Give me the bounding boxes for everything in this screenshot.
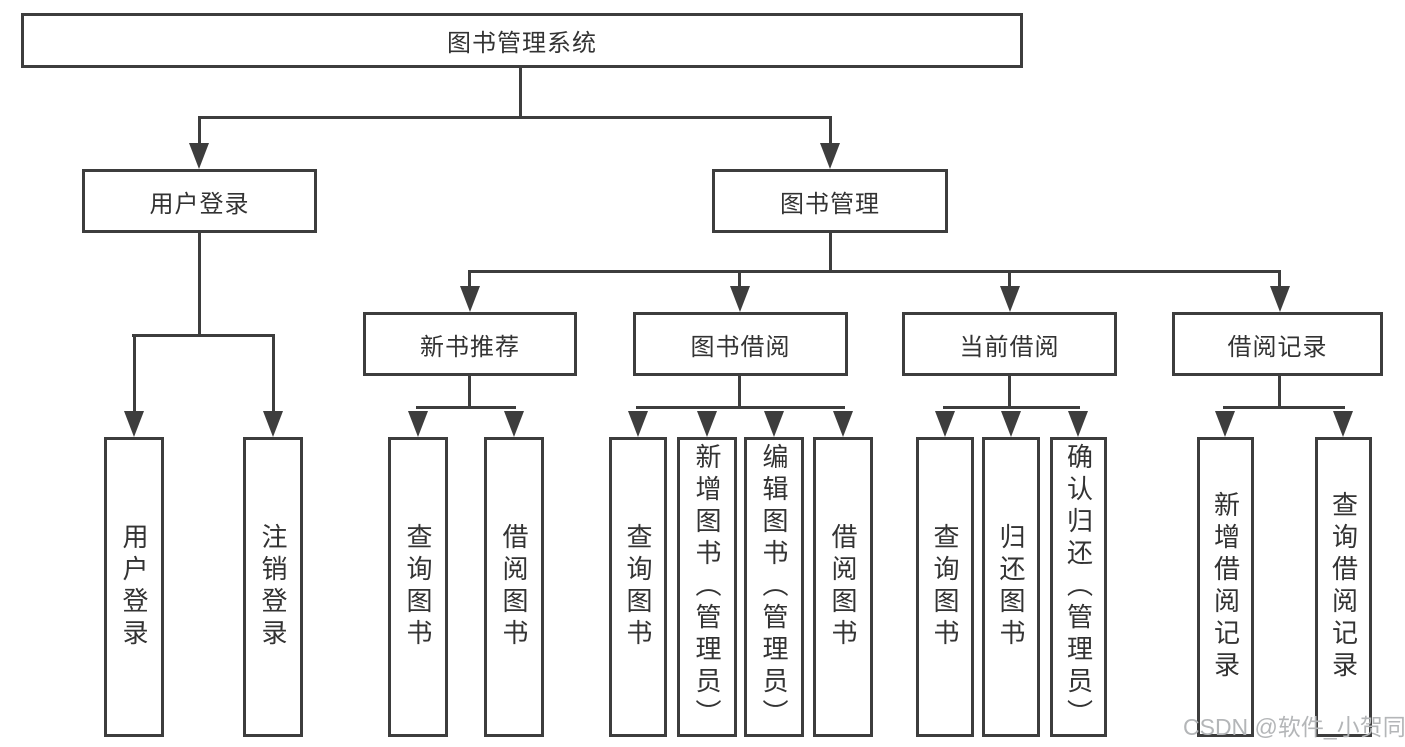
node-book-borrowing: 图书借阅 <box>633 312 848 376</box>
node-new-book-recommend: 新书推荐 <box>363 312 577 376</box>
arrowhead-borrow-records <box>1270 286 1290 312</box>
arrowhead-leaf-logout <box>263 411 283 437</box>
node-book-management: 图书管理 <box>712 169 948 233</box>
node-root-library-system: 图书管理系统 <box>21 13 1023 68</box>
leaf-add-books-admin: 新增图书（管理员） <box>677 437 737 737</box>
node-user-login: 用户登录 <box>82 169 317 233</box>
arrowhead-leaf-query-books-1 <box>408 411 428 437</box>
arrowhead-leaf-edit-books <box>764 411 784 437</box>
arrowhead-leaf-borrow-books-2 <box>833 411 853 437</box>
edge-level3-horizontal <box>468 270 1281 273</box>
node-label: 图书管理系统 <box>447 30 597 57</box>
arrowhead-new-book <box>460 286 480 312</box>
leaf-query-books-recommend: 查询图书 <box>388 437 448 737</box>
edge-stem-leaf-login <box>133 334 136 414</box>
edge-stem-new-book <box>468 270 471 289</box>
arrowhead-leaf-query-books-3 <box>935 411 955 437</box>
leaf-label: 查询图书 <box>623 523 653 651</box>
edge-stem-user-login <box>198 116 201 146</box>
leaf-logout: 注销登录 <box>243 437 303 737</box>
leaf-label: 注销登录 <box>258 523 288 651</box>
arrowhead-user-login <box>189 143 209 169</box>
edge-root-stem <box>519 68 522 119</box>
edge-borrow-records-horizontal <box>1223 406 1345 409</box>
leaf-confirm-return-admin: 确认归还（管理员） <box>1050 437 1107 737</box>
arrowhead-leaf-query-record <box>1333 411 1353 437</box>
arrowhead-leaf-add-books <box>697 411 717 437</box>
edge-stem-borrow-records <box>1278 270 1281 289</box>
edge-stem-leaf-logout <box>272 334 275 414</box>
edge-stem-book-management <box>829 116 832 146</box>
node-current-borrowing: 当前借阅 <box>902 312 1117 376</box>
leaf-borrow-books-recommend: 借阅图书 <box>484 437 544 737</box>
node-label: 借阅记录 <box>1227 333 1328 361</box>
node-label: 图书管理 <box>780 190 880 218</box>
leaf-label: 编辑图书（管理员） <box>759 443 789 731</box>
leaf-add-borrow-record: 新增借阅记录 <box>1197 437 1254 737</box>
edge-current-borrow-horizontal <box>943 406 1080 409</box>
edge-book-borrow-stem <box>738 376 741 409</box>
edge-stem-book-borrow <box>738 270 741 289</box>
edge-new-book-stem <box>468 376 471 409</box>
arrowhead-leaf-add-record <box>1215 411 1235 437</box>
edge-user-login-stem <box>198 232 201 336</box>
node-label: 新书推荐 <box>420 333 520 361</box>
node-label: 用户登录 <box>149 190 250 218</box>
leaf-edit-books-admin: 编辑图书（管理员） <box>744 437 804 737</box>
leaf-label: 确认归还（管理员） <box>1063 443 1094 731</box>
arrowhead-book-management <box>820 143 840 169</box>
node-borrowing-records: 借阅记录 <box>1172 312 1383 376</box>
edge-new-book-horizontal <box>416 406 516 409</box>
arrowhead-leaf-borrow-books-1 <box>504 411 524 437</box>
edge-user-login-horizontal <box>132 334 274 337</box>
leaf-label: 查询借阅记录 <box>1328 491 1359 683</box>
arrowhead-leaf-query-books-2 <box>628 411 648 437</box>
node-label: 图书借阅 <box>690 333 791 361</box>
leaf-label: 新增图书（管理员） <box>692 443 722 731</box>
arrowhead-leaf-confirm-return <box>1068 411 1088 437</box>
arrowhead-current-borrow <box>1000 286 1020 312</box>
edge-level2-horizontal <box>198 116 832 119</box>
edge-stem-current-borrow <box>1008 270 1011 289</box>
leaf-label: 归还图书 <box>996 523 1026 651</box>
leaf-query-borrow-record: 查询借阅记录 <box>1315 437 1372 737</box>
leaf-label: 新增借阅记录 <box>1210 491 1241 683</box>
leaf-label: 用户登录 <box>119 523 149 651</box>
arrowhead-leaf-return-books <box>1001 411 1021 437</box>
leaf-query-books-current: 查询图书 <box>916 437 974 737</box>
leaf-label: 查询图书 <box>403 523 433 651</box>
node-label: 当前借阅 <box>959 333 1060 361</box>
leaf-return-books: 归还图书 <box>982 437 1040 737</box>
leaf-label: 借阅图书 <box>499 523 529 651</box>
edge-book-management-stem <box>829 233 832 272</box>
arrowhead-leaf-login <box>124 411 144 437</box>
edge-borrow-records-stem <box>1278 376 1281 409</box>
leaf-label: 借阅图书 <box>828 523 858 651</box>
csdn-watermark: CSDN @软件_小贺同学 <box>1183 714 1405 740</box>
leaf-user-login: 用户登录 <box>104 437 164 737</box>
edge-current-borrow-stem <box>1008 376 1011 409</box>
arrowhead-book-borrow <box>730 286 750 312</box>
leaf-borrow-books-borrow: 借阅图书 <box>813 437 873 737</box>
leaf-query-books-borrow: 查询图书 <box>609 437 667 737</box>
leaf-label: 查询图书 <box>930 523 960 651</box>
edge-book-borrow-horizontal <box>636 406 845 409</box>
